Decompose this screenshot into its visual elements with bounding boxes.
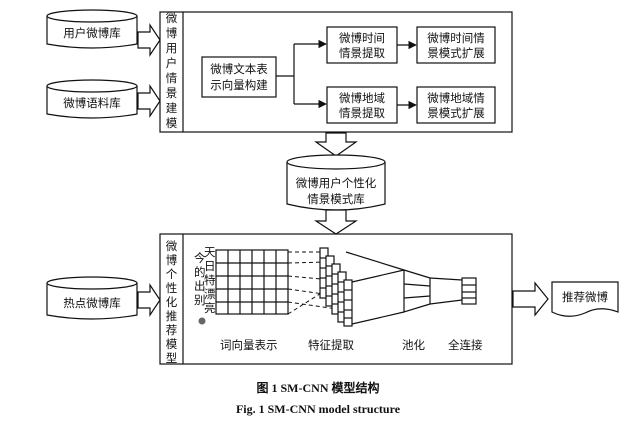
- svg-text:模: 模: [166, 337, 178, 351]
- svg-text:微博地域: 微博地域: [339, 91, 385, 105]
- block-arrow-to-pattern-db: [314, 132, 358, 157]
- svg-text:微: 微: [166, 239, 178, 253]
- svg-text:天: 天: [204, 245, 216, 259]
- pooling-label: 池化: [402, 338, 425, 352]
- caption-en: Fig. 1 SM-CNN model structure: [236, 402, 401, 416]
- block-arrow-corpus: [137, 84, 161, 118]
- word-chars: 今 的 出 别 天 日 特 漂 亮: [194, 245, 216, 315]
- time-context-extract-box: [326, 26, 398, 64]
- block-arrow-output: [512, 281, 549, 317]
- fully-connected-label: 全连接: [448, 338, 483, 352]
- feature-maps: [319, 247, 353, 327]
- svg-text:微博地域情: 微博地域情: [427, 91, 485, 105]
- svg-text:荐: 荐: [166, 323, 178, 337]
- svg-text:微博文本表: 微博文本表: [210, 62, 268, 76]
- svg-text:型: 型: [166, 351, 178, 365]
- pattern-db: 微博用户个性化 情景模式库: [286, 154, 386, 211]
- weibo-corpus-db: 微博语料库: [46, 79, 138, 119]
- svg-text:景模式扩展: 景模式扩展: [427, 46, 485, 60]
- svg-text:用: 用: [166, 41, 178, 55]
- svg-text:日: 日: [204, 259, 216, 273]
- text-vector-box: [201, 56, 277, 98]
- svg-text:博: 博: [166, 26, 178, 40]
- fully-connected-layer: [461, 277, 477, 305]
- svg-text:漂: 漂: [204, 287, 216, 301]
- svg-text:性: 性: [166, 281, 178, 295]
- svg-text:亮: 亮: [204, 301, 216, 315]
- time-context-expand-box: [416, 26, 496, 64]
- svg-text:景模式扩展: 景模式扩展: [427, 106, 485, 120]
- svg-text:热点微博库: 热点微博库: [63, 296, 121, 310]
- caption-cn: 图 1 SM-CNN 模型结构: [257, 380, 380, 395]
- svg-text:示向量构建: 示向量构建: [210, 78, 268, 92]
- svg-text:微博用户个性化: 微博用户个性化: [296, 176, 377, 190]
- svg-text:情景模式库: 情景模式库: [307, 192, 365, 206]
- svg-text:推: 推: [166, 309, 178, 323]
- svg-text:情景提取: 情景提取: [339, 46, 385, 60]
- svg-text:微: 微: [166, 11, 178, 25]
- svg-text:特: 特: [204, 273, 216, 287]
- modeling-title: 微 博 用 户 情 景 建 模: [166, 11, 178, 130]
- svg-text:的: 的: [194, 265, 206, 279]
- word-vector-label: 词向量表示: [220, 338, 278, 352]
- pooling-layer: [403, 269, 431, 313]
- weibo-corpus-db-label: 微博语料库: [63, 96, 121, 110]
- svg-text:景: 景: [166, 86, 178, 100]
- block-arrow-to-recommend-model: [313, 209, 359, 235]
- svg-text:微博时间情: 微博时间情: [427, 31, 485, 45]
- svg-text:建: 建: [166, 101, 178, 115]
- svg-text:别: 别: [194, 293, 206, 307]
- bullet-dot: [198, 317, 206, 325]
- block-arrow-user: [137, 23, 161, 57]
- svg-text:博: 博: [166, 253, 178, 267]
- geo-context-expand-box: [416, 86, 496, 124]
- svg-text:推荐微博: 推荐微博: [562, 290, 608, 304]
- recommended-weibo-doc: 推荐微博: [551, 281, 619, 317]
- block-arrow-hot: [137, 283, 161, 317]
- svg-text:个: 个: [166, 267, 178, 281]
- svg-text:情: 情: [166, 71, 178, 85]
- user-weibo-db-label: 用户微博库: [63, 26, 121, 40]
- svg-text:模: 模: [166, 116, 178, 130]
- svg-text:化: 化: [166, 295, 178, 309]
- hot-weibo-db: 热点微博库: [46, 276, 138, 320]
- svg-text:户: 户: [166, 56, 178, 70]
- geo-context-extract-box: [326, 86, 398, 124]
- word-vector-matrix: [215, 249, 289, 315]
- svg-text:今: 今: [194, 251, 206, 265]
- recommend-title: 微 博 个 性 化 推 荐 模 型: [166, 239, 178, 365]
- svg-text:情景提取: 情景提取: [339, 106, 385, 120]
- svg-text:微博时间: 微博时间: [339, 31, 385, 45]
- feature-extract-label: 特征提取: [308, 338, 354, 352]
- svg-text:出: 出: [194, 279, 206, 293]
- user-weibo-db: 用户微博库: [46, 9, 138, 49]
